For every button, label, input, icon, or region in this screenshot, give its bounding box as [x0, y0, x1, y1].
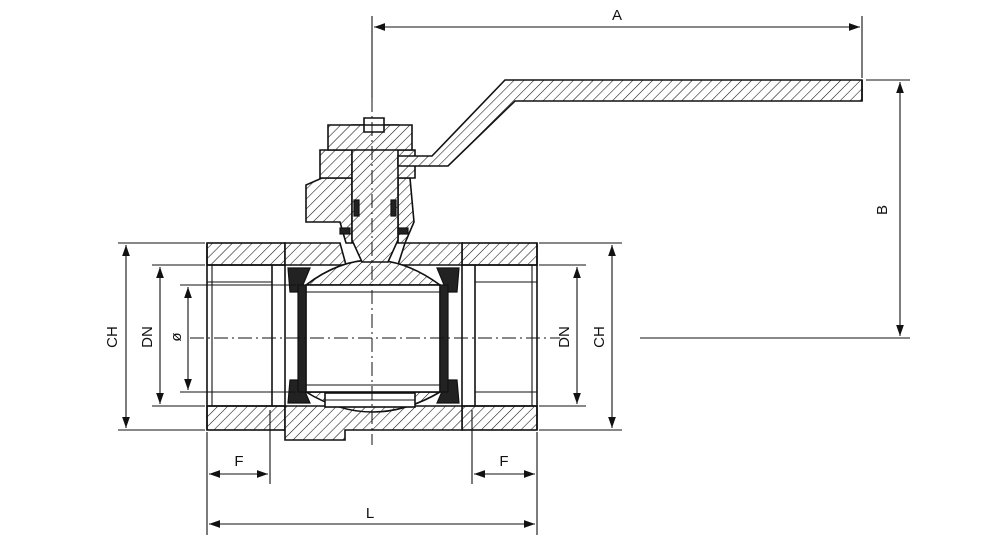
dim-ch-right-label: CH — [591, 326, 608, 348]
dim-f-right-label: F — [499, 453, 508, 470]
centre-lines — [190, 98, 560, 445]
dim-f-left-label: F — [234, 453, 243, 470]
dimensions: A B L F F CH DN ø — [104, 7, 910, 535]
body-top-right — [396, 242, 463, 266]
ball-and-seats — [287, 259, 460, 413]
dim-dn-right-label: DN — [556, 326, 573, 348]
dim-ch-left-label: CH — [104, 326, 121, 348]
lever-handle — [397, 79, 863, 167]
right-end-bottom-wall — [461, 405, 538, 431]
stem-assembly — [305, 117, 416, 263]
lever-arm — [397, 79, 863, 167]
left-end-bottom-wall — [206, 405, 286, 431]
right-end-top-wall — [461, 242, 538, 266]
valve-body — [206, 242, 538, 441]
dim-dn-left-label: DN — [139, 326, 156, 348]
body-top-left — [284, 242, 348, 266]
dim-bore-label: ø — [168, 332, 185, 341]
dim-l-label: L — [366, 505, 374, 522]
packing-nut-left — [319, 149, 353, 179]
dim-a-label: A — [612, 7, 622, 24]
dim-b-label: B — [874, 205, 891, 215]
left-end-top-wall — [206, 242, 286, 266]
